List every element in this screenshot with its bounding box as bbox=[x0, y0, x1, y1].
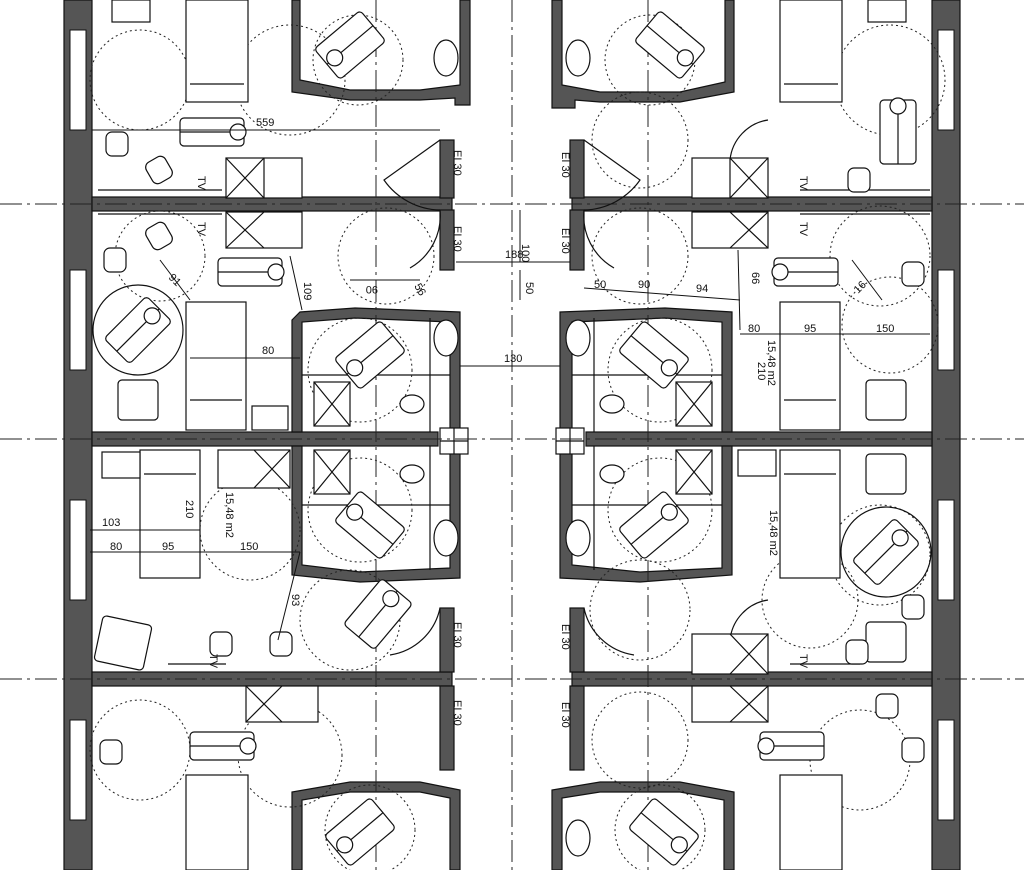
dim-90-right: 90 bbox=[638, 279, 650, 291]
dim-50-corridor: 50 bbox=[523, 282, 535, 294]
tv-label: TV bbox=[797, 176, 809, 191]
dim-95-right: 95 bbox=[804, 323, 816, 335]
dim-130: 130 bbox=[504, 353, 522, 365]
dim-80-bed-left: 80 bbox=[262, 345, 274, 357]
ei30-label: EI 30 bbox=[451, 150, 463, 176]
ei30-label: EI 30 bbox=[451, 226, 463, 252]
dim-559: 559 bbox=[256, 117, 274, 129]
bathroom-fixtures bbox=[313, 39, 713, 857]
dim-150-right: 150 bbox=[876, 323, 894, 335]
tv-label: TV bbox=[195, 176, 207, 191]
dim-94: 94 bbox=[696, 283, 708, 295]
dim-109: 109 bbox=[301, 282, 313, 300]
dim-188: 188 bbox=[505, 249, 523, 261]
desks-and-chairs bbox=[98, 131, 930, 765]
dim-56: 56 bbox=[411, 282, 428, 299]
dim-80-right: 80 bbox=[748, 323, 760, 335]
partition-walls bbox=[91, 139, 933, 771]
dim-95-left: 95 bbox=[162, 541, 174, 553]
dim-66: 66 bbox=[749, 272, 761, 284]
tv-label: TV bbox=[797, 222, 809, 237]
ei30-label: EI 30 bbox=[451, 622, 463, 648]
dim-100: 100 bbox=[519, 244, 531, 262]
beds bbox=[139, 0, 843, 870]
dim-210-right: 210 bbox=[755, 362, 767, 380]
dim-80-left: 80 bbox=[110, 541, 122, 553]
dim-90-left: 90 bbox=[366, 283, 378, 295]
wardrobes bbox=[217, 157, 769, 723]
area-left-lower: 15,48 m2 bbox=[223, 492, 235, 538]
ei30-label: EI 30 bbox=[559, 228, 571, 254]
area-right-upper: 15,48 m2 bbox=[765, 340, 777, 386]
ei30-label: EI 30 bbox=[451, 700, 463, 726]
dim-103: 103 bbox=[102, 517, 120, 529]
ei30-label: EI 30 bbox=[559, 702, 571, 728]
dim-210-left: 210 bbox=[183, 500, 195, 518]
dimension-lines bbox=[90, 129, 930, 641]
dim-50-right: 50 bbox=[594, 279, 606, 291]
dim-91: 91 bbox=[166, 272, 183, 289]
ei30-label: EI 30 bbox=[559, 152, 571, 178]
ei30-label: EI 30 bbox=[559, 624, 571, 650]
facade-walls bbox=[63, 0, 961, 870]
fire-rating-labels: EI 30 EI 30 EI 30 EI 30 EI 30 EI 30 EI 3… bbox=[451, 150, 571, 728]
tv-label: TV bbox=[207, 654, 219, 669]
armchairs bbox=[93, 0, 907, 671]
door-swings bbox=[383, 119, 769, 656]
dim-150-left: 150 bbox=[240, 541, 258, 553]
dim-93: 93 bbox=[289, 594, 301, 606]
tv-label: TV bbox=[797, 654, 809, 669]
tv-label: TV bbox=[195, 222, 207, 237]
area-right-lower: 15,48 m2 bbox=[767, 510, 779, 556]
wheelchair-symbols bbox=[92, 11, 932, 866]
tv-labels: TV TV TV TV TV TV bbox=[195, 176, 809, 669]
